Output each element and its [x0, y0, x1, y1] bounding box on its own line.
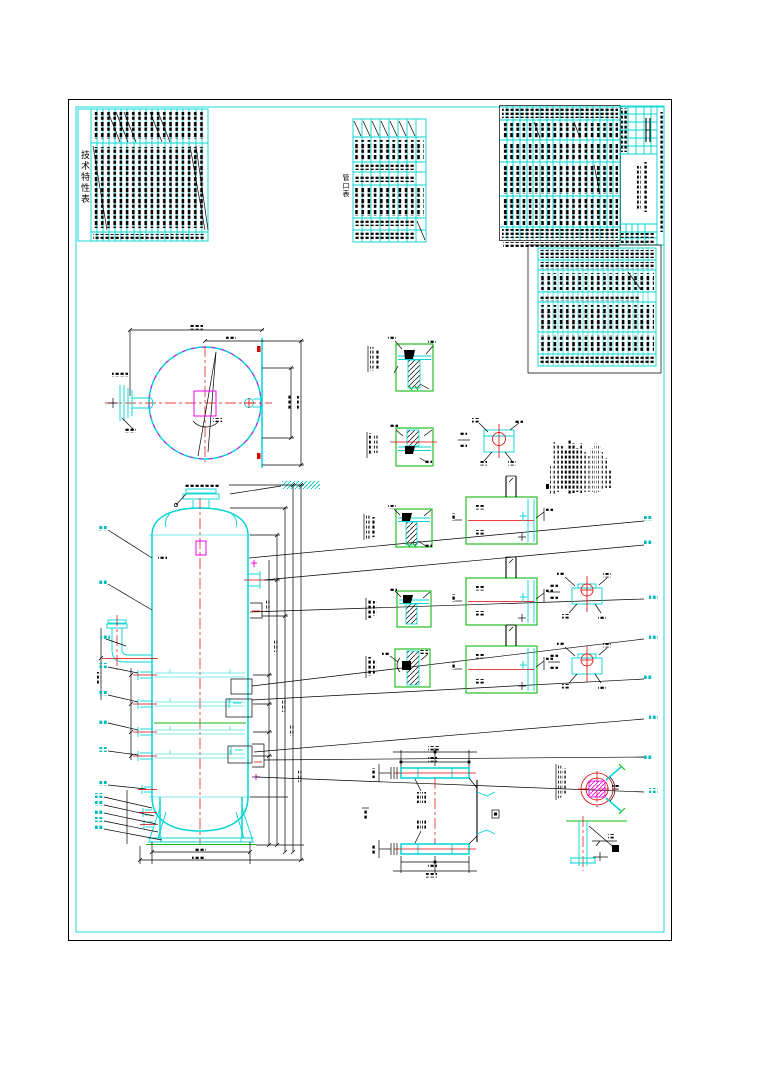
technical-characteristics-title: 技术特性表: [79, 150, 89, 205]
tray-support-detail-1: [452, 475, 553, 545]
tray-support-detail-3: [451, 624, 554, 694]
internal-trays: [154, 669, 246, 759]
balloon-labels: [95, 516, 658, 830]
side-nozzle-right: [244, 338, 263, 468]
bom-table-upper: [499, 105, 621, 248]
top-view-dimensions: [127, 327, 304, 468]
weld-detail-5: [365, 648, 431, 688]
technical-notes: [546, 440, 612, 494]
tag-box: [195, 540, 207, 556]
vessel-top-view: [105, 325, 304, 468]
nozzle-schedule-table: [352, 118, 427, 243]
technical-characteristics-table: [77, 108, 209, 242]
weld-detail-3: [363, 505, 433, 548]
support-bracket-detail: [566, 816, 627, 871]
sheet-border: [68, 99, 672, 941]
nozzle-schedule-title: 管口表: [342, 174, 350, 198]
callout-leaders: [95, 516, 658, 841]
right-nozzle: [244, 571, 266, 589]
tray-support-detail-2: [451, 556, 554, 626]
internal-fittings: [225, 560, 265, 780]
left-nozzles: [133, 670, 158, 829]
weld-detail-2: [366, 424, 437, 467]
weld-detail-1: [367, 336, 436, 392]
weld-detail-4: [365, 587, 432, 628]
nozzle-plan-detail-right-1: [548, 571, 611, 620]
skirt-support: [146, 797, 256, 846]
flange-plan-detail: [555, 763, 626, 815]
internals-beam-view: [362, 746, 500, 878]
gooseneck-pipe: [97, 615, 158, 700]
bom-table-lower: [527, 244, 662, 374]
title-block: [619, 105, 665, 246]
nozzle-plan-detail-top: [458, 418, 523, 466]
top-manhole: [165, 484, 237, 528]
vessel-elevation-view: [97, 481, 320, 864]
side-nozzle-left: [119, 385, 154, 421]
